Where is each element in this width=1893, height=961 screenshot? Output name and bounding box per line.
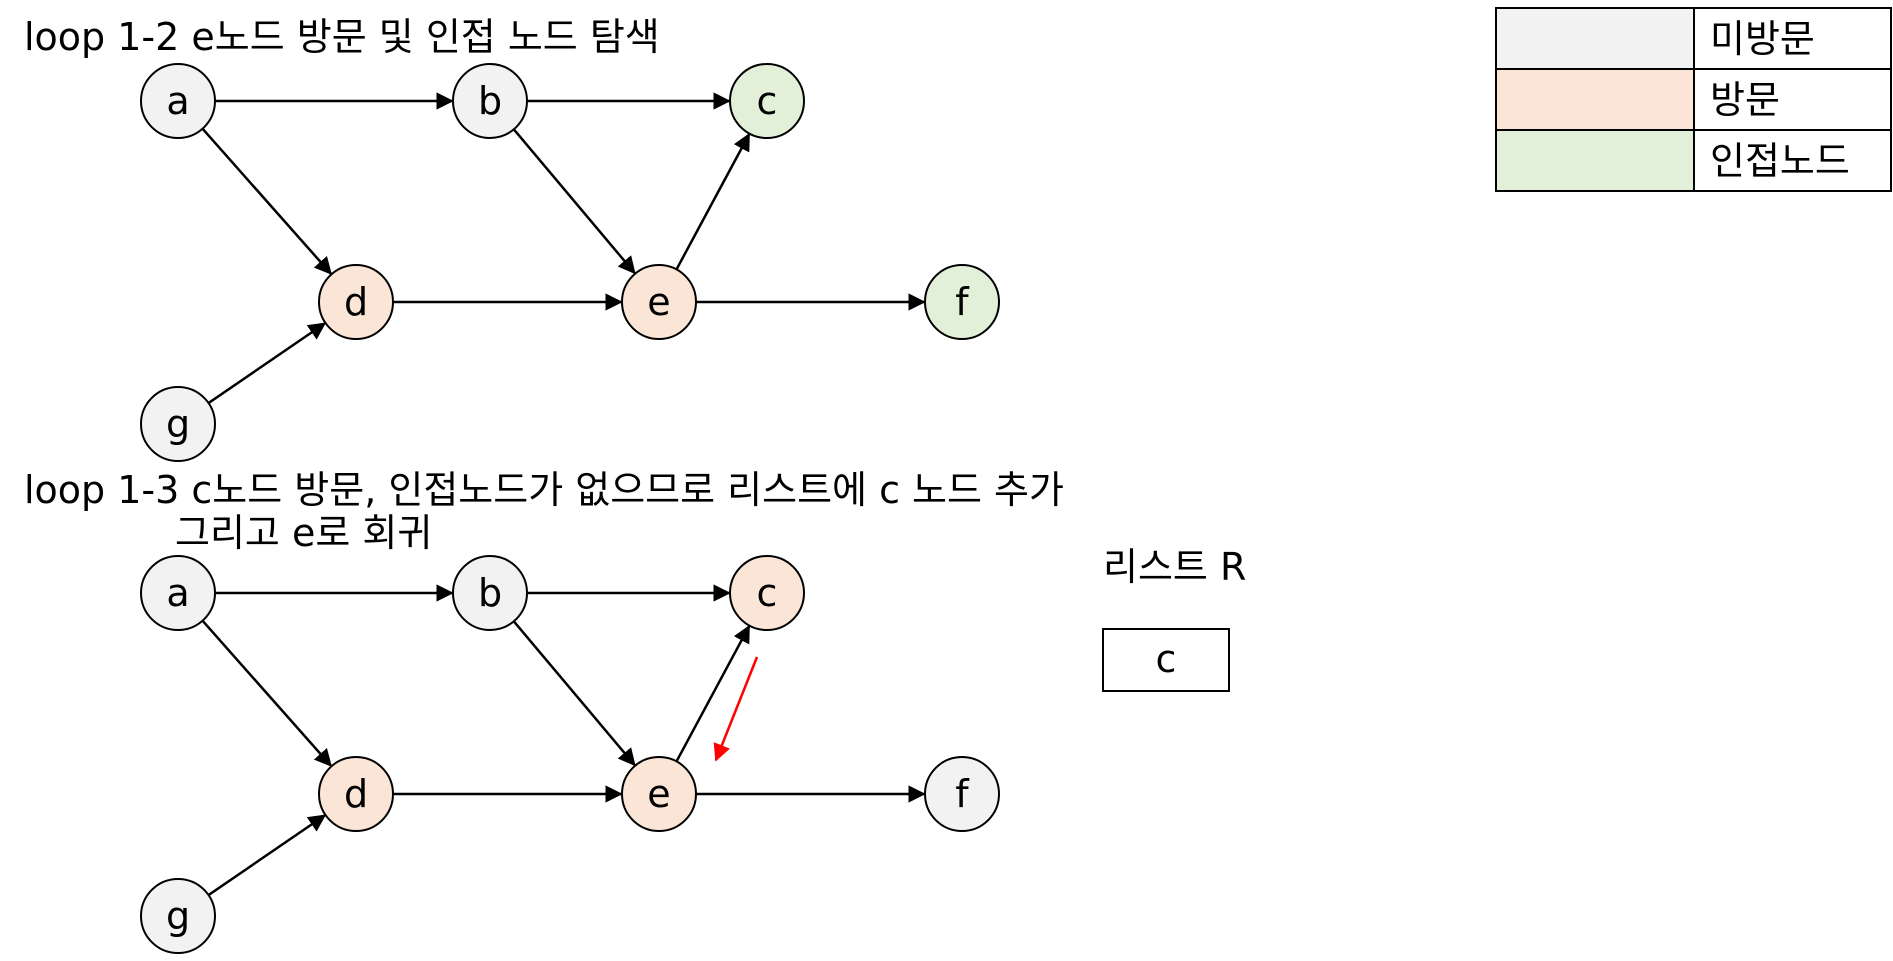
node-label: e bbox=[647, 772, 670, 816]
node-f: f bbox=[924, 264, 1000, 340]
node-label: d bbox=[344, 280, 368, 324]
list-box bbox=[1102, 628, 1230, 692]
node-g: g bbox=[140, 878, 216, 954]
node-circle bbox=[318, 756, 394, 832]
legend-label-unvisited: 미방문 bbox=[1710, 17, 1815, 61]
node-circle bbox=[924, 756, 1000, 832]
node-label: g bbox=[166, 894, 190, 938]
node-circle bbox=[318, 264, 394, 340]
node-label: f bbox=[955, 772, 970, 816]
legend-swatch-adjacent bbox=[1496, 130, 1694, 191]
node-label: a bbox=[166, 79, 189, 123]
node-circle bbox=[729, 555, 805, 631]
node-c: c bbox=[729, 63, 805, 139]
node-b: b bbox=[452, 63, 528, 139]
node-label: e bbox=[647, 280, 670, 324]
legend-label-visited: 방문 bbox=[1710, 78, 1780, 122]
edge-e-c bbox=[675, 624, 751, 762]
node-label: g bbox=[166, 402, 190, 446]
panel-loop-1-2: loop 1-2 e노드 방문 및 인접 노드 탐색 a b c d e f g bbox=[24, 15, 1000, 462]
list-title: 리스트 R bbox=[1103, 545, 1246, 589]
node-label: b bbox=[478, 79, 502, 123]
node-label: c bbox=[757, 79, 778, 123]
edge-b-e bbox=[512, 620, 636, 767]
legend-table: 미방문 방문 인접노드 bbox=[1495, 7, 1892, 192]
edge-b-e bbox=[512, 128, 636, 275]
legend-label-adjacent: 인접노드 bbox=[1710, 139, 1850, 183]
panel-caption: loop 1-3 c노드 방문, 인접노드가 없으므로 리스트에 c 노드 추가 bbox=[24, 468, 1064, 512]
node-circle bbox=[140, 878, 216, 954]
node-label: f bbox=[955, 280, 970, 324]
node-b: b bbox=[452, 555, 528, 631]
node-circle bbox=[140, 63, 216, 139]
node-circle bbox=[452, 555, 528, 631]
legend-swatch-visited bbox=[1496, 69, 1694, 130]
node-label: a bbox=[166, 571, 189, 615]
panel-caption: loop 1-2 e노드 방문 및 인접 노드 탐색 bbox=[24, 15, 660, 59]
edge-a-d bbox=[201, 619, 332, 767]
return-arrow bbox=[713, 656, 759, 762]
node-circle bbox=[140, 386, 216, 462]
panel-caption-line-2: 그리고 e로 회귀 bbox=[175, 511, 432, 555]
edge-a-d bbox=[201, 127, 332, 275]
node-f: f bbox=[924, 756, 1000, 832]
panel-loop-1-3: loop 1-3 c노드 방문, 인접노드가 없으므로 리스트에 c 노드 추가… bbox=[24, 468, 1246, 954]
node-circle bbox=[452, 63, 528, 139]
node-label: c bbox=[757, 571, 778, 615]
node-d: d bbox=[318, 756, 394, 832]
node-a: a bbox=[140, 63, 216, 139]
edge-g-d bbox=[207, 814, 327, 897]
list-item: c bbox=[1156, 637, 1177, 681]
edge-group bbox=[201, 92, 926, 405]
edge-e-c bbox=[675, 132, 751, 270]
node-c: c bbox=[729, 555, 805, 631]
node-circle bbox=[621, 756, 697, 832]
node-label: d bbox=[344, 772, 368, 816]
node-e: e bbox=[621, 264, 697, 340]
node-circle bbox=[140, 555, 216, 631]
node-group: a b c d e f g bbox=[140, 63, 1000, 462]
node-group: a b c d e f g bbox=[140, 555, 1000, 954]
node-circle bbox=[924, 264, 1000, 340]
edge-group bbox=[201, 584, 926, 897]
node-g: g bbox=[140, 386, 216, 462]
node-circle bbox=[729, 63, 805, 139]
node-circle bbox=[621, 264, 697, 340]
node-e: e bbox=[621, 756, 697, 832]
node-d: d bbox=[318, 264, 394, 340]
edge-g-d bbox=[207, 322, 327, 405]
legend-swatch-unvisited bbox=[1496, 8, 1694, 69]
node-a: a bbox=[140, 555, 216, 631]
node-label: b bbox=[478, 571, 502, 615]
